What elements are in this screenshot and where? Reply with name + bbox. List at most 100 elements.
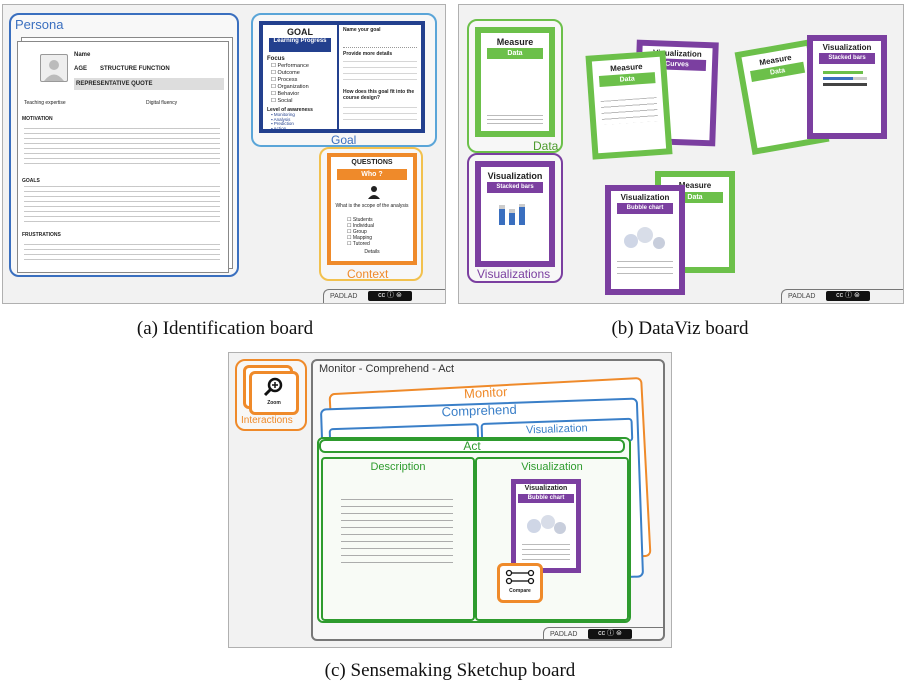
level-item: ▪ Analysis [271, 116, 291, 122]
comprehend-viz-title: Visualization [525, 422, 588, 437]
goal-q3-lines [343, 105, 417, 125]
visualizations-label: Visualizations [477, 267, 551, 281]
cc-badge-b: cc ⓘ ⊜ [826, 291, 870, 301]
sensemaking-board: Zoom Interactions Monitor - Comprehend -… [228, 352, 672, 648]
interactions-zone: Zoom Interactions [235, 359, 307, 431]
act-description-title: Description [370, 461, 426, 473]
avatar [40, 54, 68, 82]
stacked-ribbon-2: Stacked bars [819, 53, 875, 64]
viz-stacked-title-2: Visualization [822, 43, 872, 52]
level-item: ▪ Action [271, 125, 287, 131]
data-ribbon-4: Data [667, 192, 723, 203]
zoom-icon [263, 377, 283, 397]
viz-stacked-card: Visualization Stacked bars [475, 161, 555, 267]
person-icon [44, 60, 64, 81]
goal-ribbon: Learning Progress [269, 38, 331, 52]
focus-list: ☐ Performance☐ Outcome☐ Process☐ Organiz… [271, 63, 309, 105]
goals-label: GOALS [22, 178, 40, 184]
act-title: Act [463, 439, 481, 453]
act-description-box: Description [321, 457, 475, 621]
caption-b: (b) DataViz board [611, 318, 749, 339]
compare-icon [505, 569, 535, 585]
questions-ribbon: Who ? [337, 169, 407, 180]
focus-item: ☐ Process [271, 77, 298, 83]
focus-item: ☐ Organization [271, 84, 309, 90]
act-visualization-box: Visualization Visualization Bubble chart… [475, 457, 629, 621]
goal-q1-lines [343, 37, 417, 48]
scope-option: ☐ Tutored [347, 241, 370, 247]
focus-item: ☐ Outcome [271, 70, 300, 76]
identification-board: Persona Name AGE STRUCTURE FUNCTION REPR… [2, 4, 446, 304]
scope-option: ☐ Students [347, 217, 373, 223]
structure-label: STRUCTURE FUNCTION [100, 66, 170, 72]
padlad-label: PADLAD [330, 293, 358, 300]
persona-zone: Persona Name AGE STRUCTURE FUNCTION REPR… [9, 13, 239, 277]
persona-label: Persona [15, 17, 64, 32]
questions-details: Details [364, 249, 380, 255]
quote-label: REPRESENTATIVE QUOTE [74, 78, 224, 90]
level-item: ▪ Monitoring [271, 112, 295, 117]
data-zone: Measure Data Data [467, 19, 563, 153]
interactions-label: Interactions [241, 415, 293, 426]
questions-title: QUESTIONS [351, 159, 393, 166]
bubble-scribble [617, 259, 673, 279]
focus-item: ☐ Social [271, 98, 293, 104]
goal-q2-lines [343, 59, 417, 85]
board-c-footer: PADLAD cc ⓘ ⊜ [543, 627, 663, 641]
questions-options: ☐ Students☐ Individual☐ Group☐ Mapping☐ … [347, 217, 374, 247]
compare-card: Compare [497, 563, 543, 603]
level-item: ▪ Prediction [271, 121, 294, 126]
viz-bubble-title: Visualization [620, 193, 670, 202]
measure-card-2: Measure Data [585, 50, 673, 160]
level-label: Level of awareness [267, 107, 313, 113]
caption-a: (a) Identification board [136, 318, 314, 339]
viz-card-title: Visualization [487, 171, 543, 181]
padlad-label-c: PADLAD [550, 631, 578, 638]
frustrations-lines [24, 240, 220, 264]
board-b-footer: PADLAD cc ⓘ ⊜ [781, 289, 903, 303]
board-a-footer: PADLAD cc ⓘ ⊜ [323, 289, 445, 303]
measure-scribble-2 [600, 97, 659, 125]
cc-badge: cc ⓘ ⊜ [368, 291, 412, 301]
visualizations-zone: Visualization Stacked bars Visualization… [467, 153, 563, 283]
goal-zone: GOAL Learning Progress Focus ☐ Performan… [251, 13, 437, 147]
stacked-ribbon: Stacked bars [487, 182, 543, 193]
main-title: Monitor - Comprehend - Act [319, 363, 455, 375]
goal-q1: Name your goal [343, 27, 381, 33]
goal-q2: Provide more details [343, 51, 393, 57]
measure-text [487, 115, 543, 127]
focus-item: ☐ Performance [271, 63, 309, 69]
data-ribbon-2: Data [598, 72, 656, 88]
level-list: ▪ Monitoring▪ Analysis▪ Prediction▪ Acti… [271, 112, 295, 131]
caption-c: (c) Sensemaking Sketchup board [324, 660, 576, 681]
name-label: Name [74, 52, 91, 58]
stacked-hbars-thumbnail [823, 71, 867, 86]
frustrations-label: FRUSTRATIONS [22, 232, 61, 238]
goal-card-title: GOAL [287, 27, 313, 37]
motivation-lines [24, 124, 220, 168]
bubble-ribbon: Bubble chart [617, 203, 673, 214]
bubble-chart-thumbnail [624, 227, 665, 249]
viz-bubble-card: Visualization Bubble chart [605, 185, 685, 295]
act-visualization-title: Visualization [521, 461, 583, 473]
monitor-comprehend-act-frame: Monitor - Comprehend - Act Monitor Compr… [311, 359, 665, 641]
goal-label: Goal [331, 133, 357, 147]
context-label: Context [347, 267, 389, 281]
measure-card: Measure Data [475, 27, 555, 137]
act-description-notes [341, 499, 453, 569]
compare-label: Compare [509, 588, 531, 594]
goals-lines [24, 186, 220, 226]
padlad-label-b: PADLAD [788, 293, 816, 300]
stacked-bars-thumbnail [499, 204, 525, 225]
focus-item: ☐ Behavior [271, 91, 300, 97]
dataviz-board: Measure Data Data Visualization Stacked … [458, 4, 904, 304]
goal-q3: How does this goal fit into the course d… [343, 89, 415, 101]
scope-option: ☐ Group [347, 229, 367, 235]
data-ribbon: Data [487, 48, 543, 59]
goal-card: GOAL Learning Progress Focus ☐ Performan… [259, 21, 425, 133]
act-bubble-thumbnail [527, 515, 566, 534]
motivation-label: MOTIVATION [22, 116, 53, 122]
scope-option: ☐ Individual [347, 223, 374, 229]
cc-badge-c: cc ⓘ ⊜ [588, 629, 632, 639]
measure-title-4: Measure [678, 181, 712, 190]
